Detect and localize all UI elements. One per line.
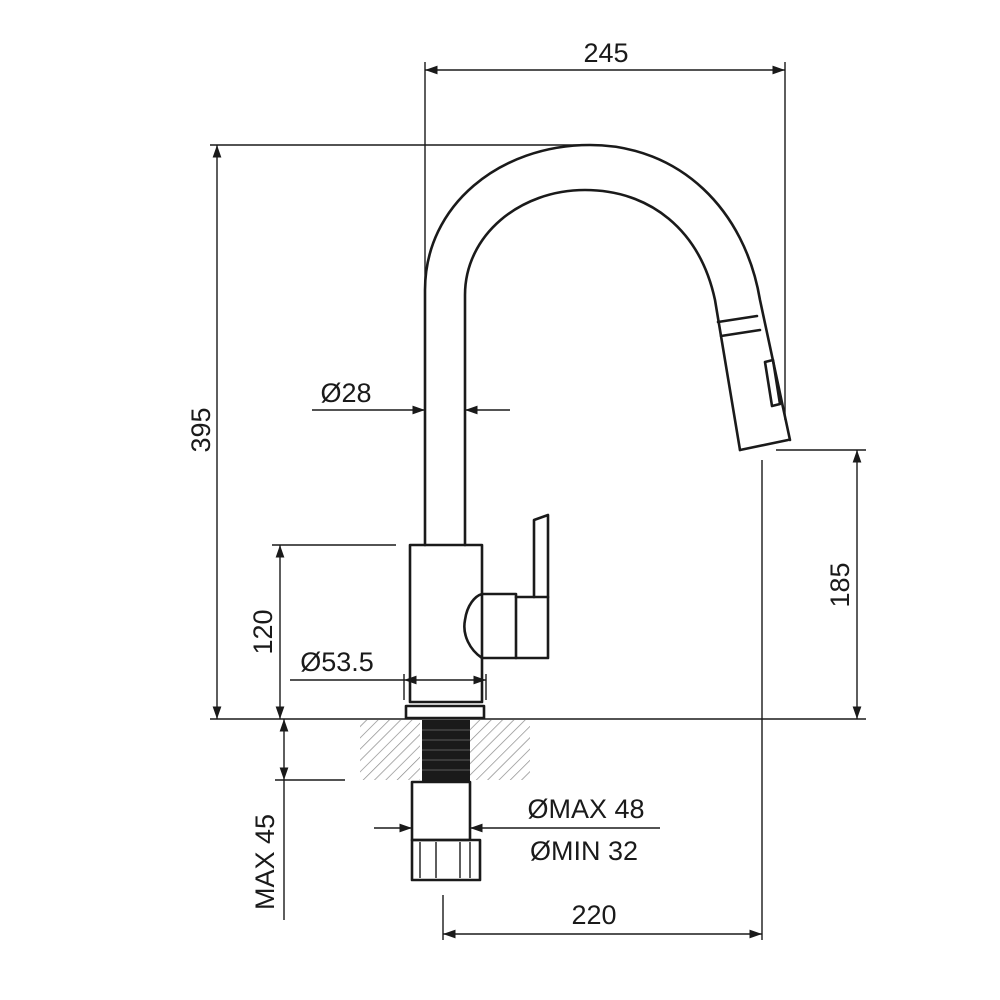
countertop-section <box>360 720 530 780</box>
dim-label-hole-min: ØMIN 32 <box>530 836 638 866</box>
base-dim-ticks <box>403 674 487 700</box>
dim-reach: 220 <box>442 460 763 940</box>
faucet-body <box>403 143 792 882</box>
dim-max-thickness: MAX 45 <box>250 719 345 920</box>
dim-tube-diameter: Ø28 <box>312 378 510 415</box>
dim-lower-body-height: 120 <box>248 544 396 719</box>
dim-label-lower-body-height: 120 <box>248 609 278 654</box>
dim-base-diameter: Ø53.5 <box>290 647 486 685</box>
dim-label-top-width: 245 <box>583 38 628 68</box>
dim-total-height: 395 <box>186 144 590 719</box>
dim-label-reach: 220 <box>571 900 616 930</box>
main-body <box>408 543 484 704</box>
spray-head-ring <box>716 314 762 338</box>
dim-label-max-thickness: MAX 45 <box>250 814 280 910</box>
spray-button <box>763 358 782 408</box>
dim-spout-clearance: 185 <box>776 449 866 719</box>
base-flange <box>404 704 486 720</box>
dim-hole-diameter: ØMAX 48 ØMIN 32 <box>374 794 660 866</box>
spout-inner-edge <box>463 188 742 547</box>
lever-handle <box>463 592 518 660</box>
mounting-nut-lower <box>410 838 482 882</box>
dim-label-total-height: 395 <box>186 407 216 452</box>
lever-arm <box>532 513 550 599</box>
dim-label-base-diameter: Ø53.5 <box>300 647 374 677</box>
nut-facets <box>419 842 471 878</box>
dim-top-width: 245 <box>424 38 786 420</box>
dim-label-tube-diameter: Ø28 <box>320 378 371 408</box>
dim-label-hole-max: ØMAX 48 <box>527 794 644 824</box>
mounting-nut <box>410 780 472 842</box>
threaded-shank <box>422 720 470 782</box>
dim-label-spout-clearance: 185 <box>825 562 855 607</box>
spout-outer-edge <box>423 143 792 547</box>
spray-head-end <box>738 438 790 452</box>
lever-hub <box>514 595 550 660</box>
